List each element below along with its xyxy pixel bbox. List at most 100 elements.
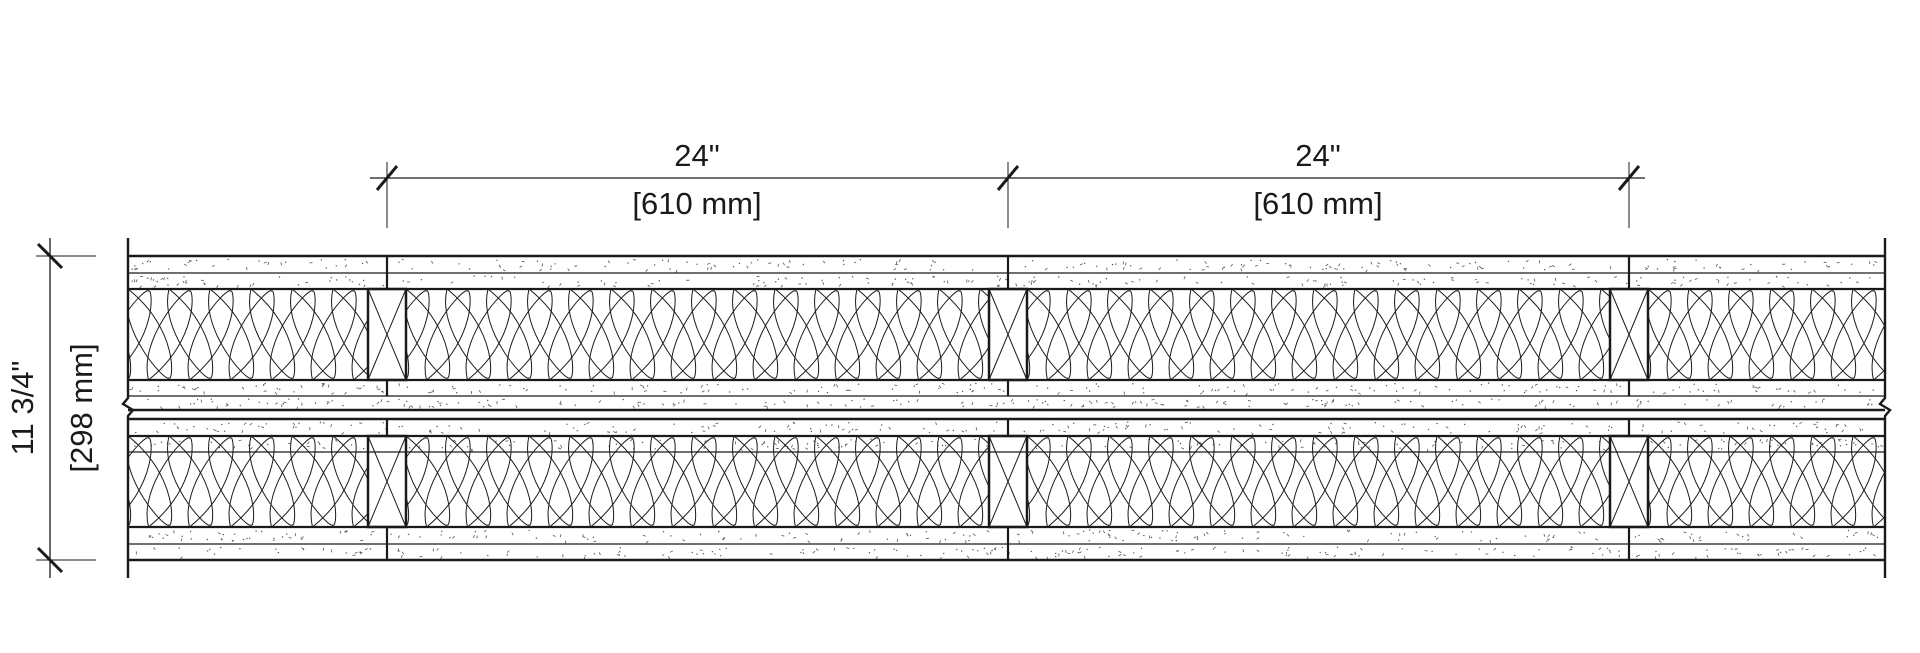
board-speckle: [712, 425, 716, 427]
board-speckle: [1451, 400, 1454, 403]
board-speckle: [322, 447, 326, 449]
board-speckle: [1655, 550, 1657, 553]
board-speckle: [1450, 432, 1452, 434]
board-speckle: [1790, 268, 1792, 271]
board-speckle: [1003, 402, 1005, 405]
board-speckle: [1662, 440, 1666, 444]
board-speckle: [587, 538, 589, 540]
board-speckle: [1525, 390, 1527, 392]
board-speckle: [1487, 382, 1490, 384]
board-speckle: [1277, 383, 1280, 385]
board-speckle: [1325, 554, 1329, 556]
board-speckle: [942, 269, 945, 271]
board-speckle: [302, 548, 305, 551]
board-speckle: [1694, 277, 1698, 281]
board-speckle: [1001, 546, 1003, 549]
board-speckle: [1039, 429, 1042, 433]
board-speckle: [326, 402, 329, 405]
board-speckle: [1475, 278, 1477, 281]
board-speckle: [1138, 279, 1141, 281]
board-speckle: [685, 387, 688, 391]
board-speckle: [1164, 429, 1166, 431]
board-speckle: [488, 404, 492, 407]
board-speckle: [459, 427, 463, 430]
board-speckle: [806, 389, 809, 393]
spacing-2-metric-label: [610 mm]: [1253, 186, 1382, 221]
board-speckle: [1784, 442, 1787, 445]
board-speckle: [1778, 388, 1782, 390]
board-speckle: [483, 529, 487, 533]
board-speckle: [1503, 390, 1505, 392]
board-speckle: [1450, 276, 1454, 279]
board-speckle: [845, 445, 847, 447]
wood-studs: [366, 256, 1650, 560]
board-speckle: [573, 427, 575, 429]
board-speckle: [398, 398, 400, 401]
board-speckle: [265, 423, 268, 425]
board-speckle: [1099, 281, 1102, 283]
board-speckle: [1757, 553, 1760, 557]
board-speckle: [840, 446, 843, 448]
board-speckle: [478, 389, 481, 393]
board-speckle: [1358, 440, 1360, 444]
board-speckle: [502, 269, 506, 272]
board-speckle: [915, 383, 919, 386]
board-speckle: [288, 398, 290, 400]
board-speckle: [209, 548, 211, 551]
board-speckle: [1351, 553, 1353, 556]
board-speckle: [1849, 277, 1851, 279]
board-speckle: [1455, 553, 1457, 556]
board-speckle: [1323, 404, 1327, 408]
board-speckle: [670, 535, 672, 537]
board-speckle: [1240, 264, 1243, 266]
board-speckle: [1706, 399, 1708, 401]
board-speckle: [974, 438, 976, 441]
board-speckle: [867, 282, 869, 284]
board-speckle: [1785, 550, 1788, 554]
board-speckle: [1318, 431, 1322, 434]
board-speckle: [495, 440, 497, 442]
board-speckle: [1336, 268, 1338, 270]
board-speckle: [398, 261, 400, 263]
board-speckle: [200, 399, 203, 403]
board-speckle: [210, 398, 212, 400]
board-speckle: [1189, 268, 1191, 271]
board-speckle: [1396, 399, 1400, 402]
board-speckle: [1150, 536, 1153, 539]
board-speckle: [1535, 428, 1538, 432]
board-speckle: [1767, 282, 1771, 284]
insulation-loop: [1851, 436, 1885, 520]
board-speckle: [774, 442, 777, 446]
board-speckle: [1105, 278, 1108, 280]
board-speckle: [784, 277, 788, 280]
board-speckle: [350, 424, 352, 426]
board-speckle: [1227, 386, 1229, 388]
board-speckle: [1757, 387, 1759, 389]
board-speckle: [991, 383, 993, 385]
board-speckle: [1759, 429, 1763, 433]
board-speckle: [1493, 547, 1497, 551]
board-speckle: [1067, 425, 1070, 429]
board-speckle: [1455, 399, 1458, 401]
board-speckle: [193, 402, 195, 405]
board-speckle: [1118, 550, 1122, 553]
board-speckle: [699, 549, 703, 551]
board-speckle: [160, 406, 163, 410]
board-speckle: [1331, 400, 1334, 404]
board-speckle: [896, 399, 898, 401]
board-speckle: [358, 283, 360, 285]
board-speckle: [1098, 530, 1101, 534]
board-speckle: [576, 430, 578, 432]
board-speckle: [358, 387, 362, 390]
board-speckle: [1010, 398, 1014, 402]
board-speckle: [894, 278, 896, 280]
board-speckle: [678, 402, 680, 404]
board-speckle: [326, 401, 330, 403]
board-speckle: [774, 403, 776, 405]
board-speckle: [707, 262, 711, 265]
board-speckle: [1436, 422, 1438, 425]
board-speckle: [969, 388, 972, 391]
board-speckle: [176, 426, 179, 428]
board-speckle: [1501, 384, 1504, 386]
board-speckle: [1613, 276, 1617, 278]
